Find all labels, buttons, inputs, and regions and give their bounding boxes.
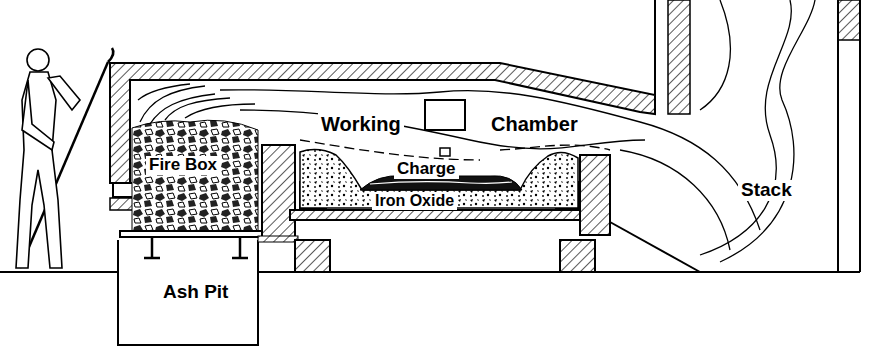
chamber-label: Chamber	[488, 113, 581, 135]
ash-pit-label: Ash Pit	[160, 282, 231, 303]
firebox-label: Fire Box	[146, 156, 220, 175]
bridge-wall	[262, 145, 295, 240]
bridge-base	[258, 236, 298, 242]
working-door	[425, 100, 465, 130]
stack-wall	[654, 0, 656, 95]
hearth-plate	[290, 210, 610, 220]
hearth-support	[560, 240, 595, 272]
stack-wall	[668, 0, 690, 114]
chamber-label: Working	[318, 113, 404, 135]
charge-lines	[370, 182, 512, 184]
charge-label: Charge	[394, 160, 459, 179]
hearth-support	[295, 240, 330, 272]
stack-floor	[610, 222, 700, 272]
ash-pit-outline	[118, 240, 258, 345]
flame-lines	[138, 0, 815, 262]
door-sill	[440, 148, 450, 156]
coal-pile	[132, 120, 258, 232]
grate-bar	[144, 237, 248, 258]
worker-figure	[16, 48, 113, 268]
stack-wall	[859, 0, 861, 272]
ground-line	[0, 271, 860, 273]
stack-label: Stack	[738, 180, 795, 201]
flue-bridge	[580, 155, 610, 235]
stack-wall	[837, 0, 839, 272]
grate	[120, 231, 262, 237]
lining-label: Iron Oxide	[372, 192, 457, 210]
stack-wall	[838, 0, 860, 40]
